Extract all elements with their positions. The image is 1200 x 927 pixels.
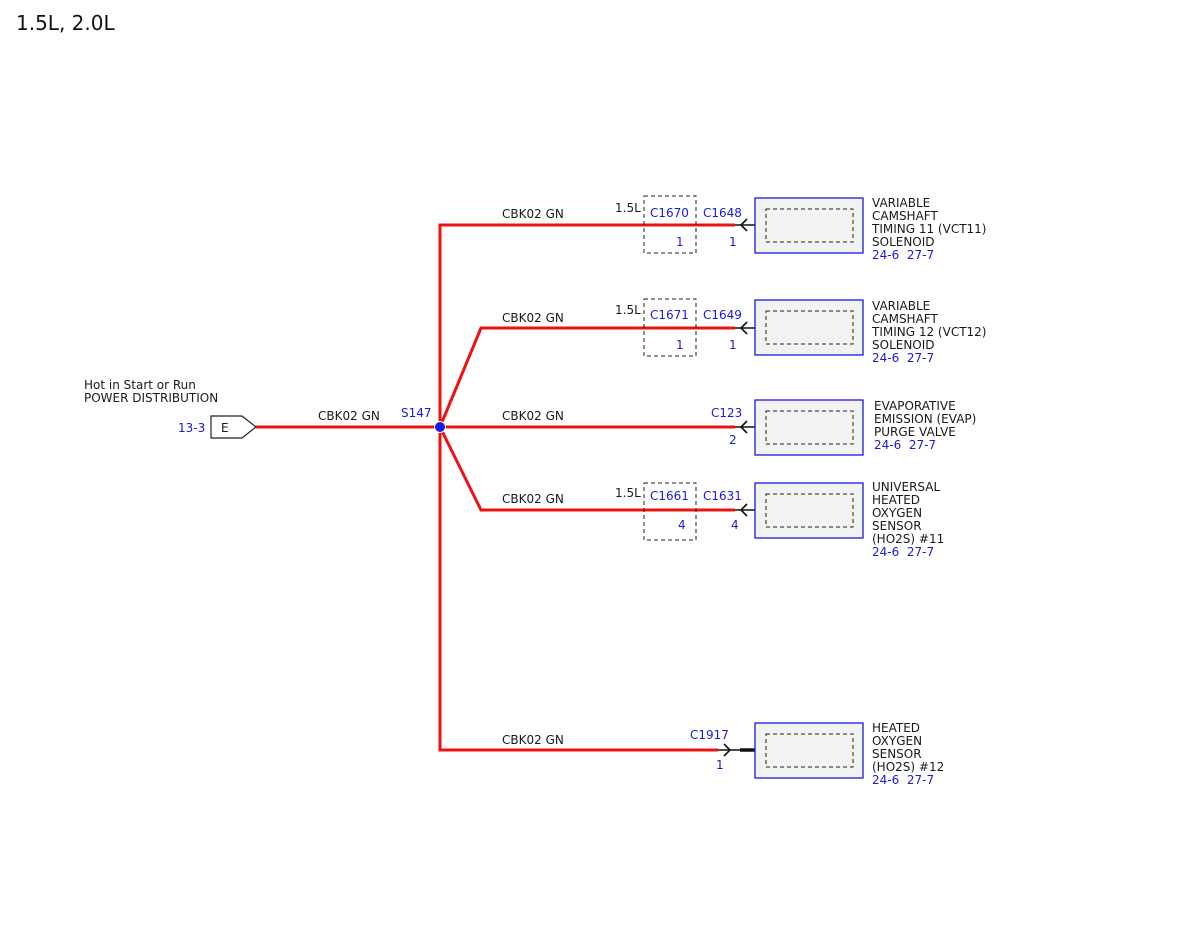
inline-connector-4[interactable]: C1661 (650, 489, 689, 503)
source-label-line2: POWER DISTRIBUTION (84, 391, 218, 405)
component-1-line-3: TIMING 11 (VCT11) (871, 222, 987, 236)
inline-pin-4: 4 (678, 518, 686, 532)
pin-1: 1 (729, 235, 737, 249)
pin-2: 1 (729, 338, 737, 352)
source-connector-arrow (210, 415, 257, 439)
wire-label-branch-1: CBK02 GN (502, 207, 564, 221)
inline-connector-2[interactable]: C1671 (650, 308, 689, 322)
splice-dot (434, 421, 446, 433)
component-4-refs[interactable]: 24-6 27-7 (872, 545, 934, 559)
component-2-line-4: SOLENOID (872, 338, 935, 352)
wire-label-branch-3: CBK02 GN (502, 409, 564, 423)
component-3-refs[interactable]: 24-6 27-7 (874, 438, 936, 452)
component-name-3: EVAPORATIVE EMISSION (EVAP) PURGE VALVE (874, 399, 976, 439)
inline-prefix-1: 1.5L (615, 201, 641, 215)
inline-prefix-2: 1.5L (615, 303, 641, 317)
wire-branch-5 (438, 427, 718, 752)
component-2-line-2: CAMSHAFT (872, 312, 938, 326)
component-5-line-3: SENSOR (872, 747, 922, 761)
pin-5: 1 (716, 758, 724, 772)
component-name-2: VARIABLE CAMSHAFT TIMING 12 (VCT12) SOLE… (871, 299, 987, 352)
component-5-line-1: HEATED (872, 721, 920, 735)
inline-pin-2: 1 (676, 338, 684, 352)
diagram-title: 1.5L, 2.0L (16, 11, 115, 35)
connector-5[interactable]: C1917 (690, 728, 729, 742)
component-box-1[interactable] (754, 197, 864, 254)
inline-prefix-4: 1.5L (615, 486, 641, 500)
component-box-3[interactable] (754, 399, 864, 456)
wire-branch-2 (438, 326, 735, 428)
component-3-line-3: PURGE VALVE (874, 425, 956, 439)
component-3-line-1: EVAPORATIVE (874, 399, 956, 413)
component-2-line-3: TIMING 12 (VCT12) (871, 325, 987, 339)
connector-3[interactable]: C123 (711, 406, 742, 420)
wire-branch-1 (438, 223, 735, 427)
source-page-ref[interactable]: 13-3 (178, 421, 205, 435)
connector-1[interactable]: C1648 (703, 206, 742, 220)
inline-pin-1: 1 (676, 235, 684, 249)
wire-label-branch-4: CBK02 GN (502, 492, 564, 506)
pin-4: 4 (731, 518, 739, 532)
connector-2[interactable]: C1649 (703, 308, 742, 322)
connector-4[interactable]: C1631 (703, 489, 742, 503)
component-5-line-2: OXYGEN (872, 734, 922, 748)
wire-label-source: CBK02 GN (318, 409, 380, 423)
source-label-line1: Hot in Start or Run (84, 378, 196, 392)
component-5-refs[interactable]: 24-6 27-7 (872, 773, 934, 787)
component-box-5[interactable] (754, 722, 864, 779)
component-4-line-1: UNIVERSAL (872, 480, 940, 494)
inline-connector-box-2 (643, 298, 697, 357)
component-box-2[interactable] (754, 299, 864, 356)
wire-branch-4 (438, 426, 735, 512)
component-2-refs[interactable]: 24-6 27-7 (872, 351, 934, 365)
wires (256, 223, 735, 752)
pin-3: 2 (729, 433, 737, 447)
component-box-4[interactable] (754, 482, 864, 539)
splice-label[interactable]: S147 (401, 406, 432, 420)
component-4-line-4: SENSOR (872, 519, 922, 533)
inline-connector-box-1 (643, 195, 697, 254)
inline-connector-box-4 (643, 482, 697, 541)
source-pin: E (221, 421, 229, 435)
wire-label-branch-2: CBK02 GN (502, 311, 564, 325)
component-1-line-4: SOLENOID (872, 235, 935, 249)
component-4-line-2: HEATED (872, 493, 920, 507)
component-4-line-3: OXYGEN (872, 506, 922, 520)
inline-connector-1[interactable]: C1670 (650, 206, 689, 220)
component-name-4: UNIVERSAL HEATED OXYGEN SENSOR (HO2S) #1… (872, 480, 944, 546)
component-1-line-2: CAMSHAFT (872, 209, 938, 223)
component-1-line-1: VARIABLE (872, 196, 930, 210)
component-name-1: VARIABLE CAMSHAFT TIMING 11 (VCT11) SOLE… (871, 196, 987, 249)
wire-label-branch-5: CBK02 GN (502, 733, 564, 747)
component-5-line-4: (HO2S) #12 (872, 760, 944, 774)
component-1-refs[interactable]: 24-6 27-7 (872, 248, 934, 262)
component-3-line-2: EMISSION (EVAP) (874, 412, 976, 426)
component-2-line-1: VARIABLE (872, 299, 930, 313)
component-name-5: HEATED OXYGEN SENSOR (HO2S) #12 (872, 721, 944, 774)
component-4-line-5: (HO2S) #11 (872, 532, 944, 546)
